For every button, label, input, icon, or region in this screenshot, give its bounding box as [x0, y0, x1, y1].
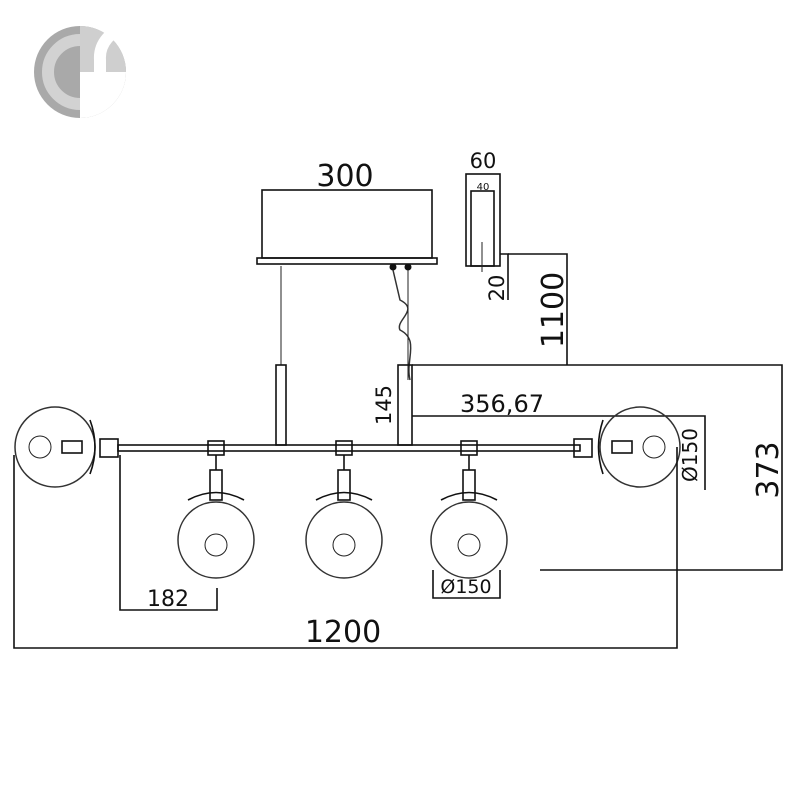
total-width-label: 1200: [305, 615, 381, 650]
canopy-width-label: 300: [316, 159, 373, 194]
company-logo: [34, 22, 129, 118]
bracket-depth-label: 20: [485, 275, 509, 302]
side-lamp-right: [573, 406, 681, 488]
stem-height-label: 145: [372, 385, 396, 425]
pendant-lamp: [177, 440, 255, 579]
bracket-width-label: 60: [470, 149, 497, 173]
pendant-shade-diameter-label: Ø150: [440, 576, 491, 598]
pendant-lamp: [305, 440, 383, 579]
end-offset-label: 182: [147, 587, 189, 612]
max-height-label: 1100: [536, 272, 571, 348]
horizontal-bar: [117, 444, 581, 452]
side-lamp-left: [14, 406, 119, 488]
pendant-lamp: [430, 440, 508, 579]
bracket-inner-label: 40: [477, 182, 490, 193]
side-shade-diameter-label: Ø150: [678, 428, 702, 482]
canopy: [256, 189, 438, 271]
drop-height-label: 373: [751, 441, 786, 498]
arm-spacing-label: 356,67: [460, 390, 544, 418]
mounting-bracket: [465, 173, 509, 300]
